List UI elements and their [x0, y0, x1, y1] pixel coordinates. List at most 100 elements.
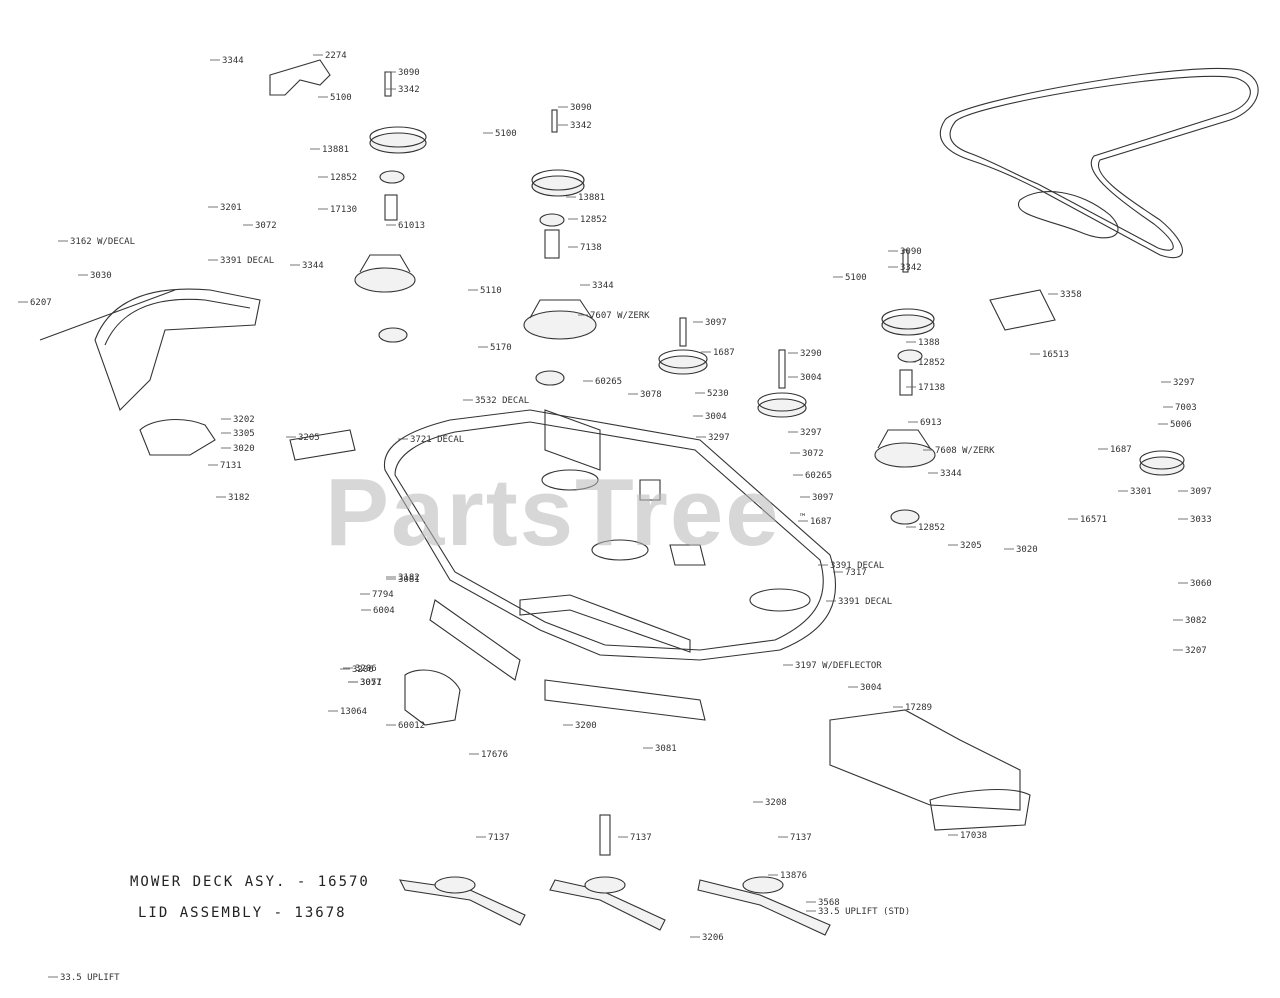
part-number-label: 5100 — [495, 129, 517, 139]
part-number-labels: 3344 2274 3090 3342 5100 13881 12852 17130 61013… — [18, 51, 1212, 983]
part-number-label: 33.5 UPLIFT (STD) — [818, 907, 910, 917]
part-number-label: 60265 — [595, 377, 622, 387]
part-number-label: 3081 — [655, 744, 677, 754]
mower-blades — [399, 814, 831, 936]
part-number-label: 3344 — [222, 56, 244, 66]
part-number-label: 3182 — [228, 493, 250, 503]
part-number-label: 3020 — [233, 444, 255, 454]
part-number-label: 3090 — [398, 68, 420, 78]
part-number-label: 3344 — [592, 281, 614, 291]
part-number-label: 3205 — [960, 541, 982, 551]
part-number-label: 61013 — [398, 221, 425, 231]
part-number-label: 60265 — [805, 471, 832, 481]
part-number-label: 17038 — [960, 831, 987, 841]
part-number-label: 13064 — [340, 707, 367, 717]
title-line-1: MOWER DECK ASY. - 16570 — [130, 874, 370, 890]
part-number-label: 3290 — [800, 349, 822, 359]
part-number-label: 3033 — [1190, 515, 1212, 525]
part-number-label: 3344 — [940, 469, 962, 479]
part-number-label: 7003 — [1175, 403, 1197, 413]
part-number-label: 3297 — [800, 428, 822, 438]
part-number-label: 3004 — [705, 412, 727, 422]
part-number-label: 17130 — [330, 205, 357, 215]
part-number-label: 5100 — [330, 93, 352, 103]
part-number-label: 3206 — [352, 665, 374, 675]
title-line-2: LID ASSEMBLY - 13678 — [138, 905, 347, 921]
drive-belt — [939, 67, 1259, 259]
part-number-label: 13881 — [578, 193, 605, 203]
left-spindle-assembly — [269, 59, 427, 343]
part-number-label: 1687 — [713, 348, 735, 358]
part-number-label: 3082 — [1185, 616, 1207, 626]
part-number-label: 5006 — [1170, 420, 1192, 430]
part-number-label: 12852 — [918, 358, 945, 368]
part-number-label: 3206 — [355, 664, 377, 674]
part-number-label: 13881 — [322, 145, 349, 155]
part-number-label: 3297 — [1173, 378, 1195, 388]
discharge-chute — [39, 288, 261, 456]
part-number-label: 3197 W/DEFLECTOR — [795, 661, 882, 671]
part-number-label: 3721 DECAL — [410, 435, 464, 445]
part-number-label: 3342 — [900, 263, 922, 273]
part-number-label: 6207 — [30, 298, 52, 308]
part-number-label: 3162 W/DECAL — [70, 237, 135, 247]
part-number-label: 3391 DECAL — [838, 597, 892, 607]
part-number-label: 3097 — [705, 318, 727, 328]
watermark-trademark: ™ — [799, 513, 805, 523]
part-number-label: 3004 — [860, 683, 882, 693]
partstree-watermark: PartsTree — [325, 459, 781, 566]
part-number-label: 3202 — [233, 415, 255, 425]
part-number-label: 7794 — [372, 590, 394, 600]
deck-shell — [383, 409, 837, 661]
part-number-label: 3090 — [900, 247, 922, 257]
center-spindle-assembly — [523, 109, 597, 386]
part-number-label: 7607 W/ZERK — [590, 311, 650, 321]
part-number-label: 7137 — [630, 833, 652, 843]
part-number-label: 6913 — [920, 418, 942, 428]
part-number-label: 13876 — [780, 871, 807, 881]
part-number-label: 3090 — [570, 103, 592, 113]
part-number-label: 7608 W/ZERK — [935, 446, 995, 456]
part-number-label: 7137 — [790, 833, 812, 843]
part-number-label: 1687 — [810, 517, 832, 527]
part-number-label: 17138 — [918, 383, 945, 393]
part-number-label: 3200 — [575, 721, 597, 731]
part-number-label: 33.5 UPLIFT — [60, 973, 120, 983]
idler-pulleys — [658, 317, 1185, 476]
part-number-label: 7138 — [580, 243, 602, 253]
part-number-label: 3072 — [802, 449, 824, 459]
part-number-label: 1388 — [918, 338, 940, 348]
side-deflector — [829, 709, 1031, 831]
part-number-label: 3182 — [398, 573, 420, 583]
part-number-label: 3207 — [1185, 646, 1207, 656]
part-number-label: 3358 — [1060, 290, 1082, 300]
part-number-label: 3206 — [702, 933, 724, 943]
part-number-label: 5110 — [480, 286, 502, 296]
part-number-label: 3072 — [255, 221, 277, 231]
part-number-label: 3301 — [1130, 487, 1152, 497]
part-number-label: 3391 DECAL — [220, 256, 274, 266]
part-number-label: 3342 — [570, 121, 592, 131]
part-number-label: 1687 — [1110, 445, 1132, 455]
part-number-label: 3097 — [1190, 487, 1212, 497]
part-number-label: 3205 — [298, 433, 320, 443]
part-number-label: 17289 — [905, 703, 932, 713]
part-number-label: 17676 — [481, 750, 508, 760]
part-number-label: 3030 — [90, 271, 112, 281]
part-number-label: 12852 — [580, 215, 607, 225]
part-number-label: 5230 — [707, 389, 729, 399]
right-spindle-assembly — [874, 249, 936, 525]
part-number-label: 3342 — [398, 85, 420, 95]
part-number-label: 3305 — [233, 429, 255, 439]
part-number-label: 3568 — [818, 898, 840, 908]
part-number-label: 3344 — [302, 261, 324, 271]
part-number-label: 2274 — [325, 51, 347, 61]
part-number-label: 12852 — [330, 173, 357, 183]
part-number-label: 12852 — [918, 523, 945, 533]
part-number-label: 3532 DECAL — [475, 396, 529, 406]
part-number-label: 3071 — [360, 678, 382, 688]
part-number-label: 3297 — [708, 433, 730, 443]
part-number-label: 3097 — [812, 493, 834, 503]
part-number-label: 7137 — [488, 833, 510, 843]
